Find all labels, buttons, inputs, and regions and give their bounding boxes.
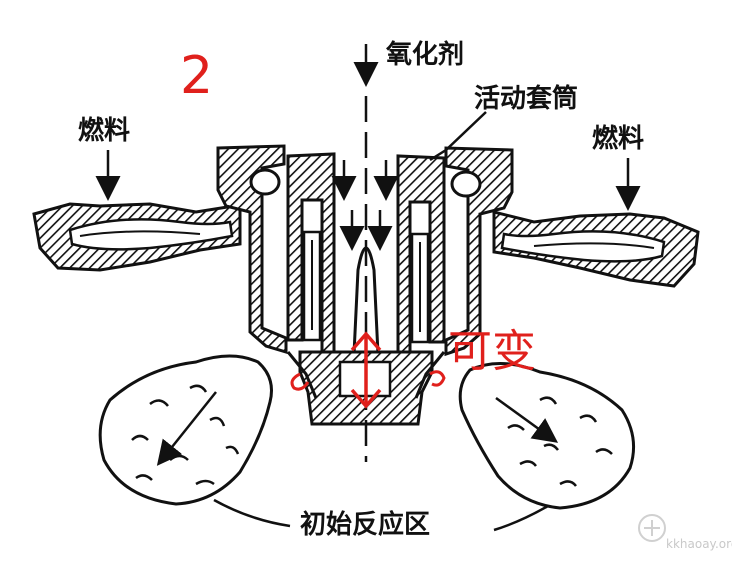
oxidizer-label: 氧化剂	[386, 40, 465, 70]
oxidizer-flow-arrows	[331, 160, 399, 251]
zone-leader-left	[213, 498, 291, 528]
red-annotation-strokes	[290, 331, 446, 409]
sleeve-left	[286, 152, 336, 364]
handwritten-variable: 可变	[448, 326, 536, 377]
left-body	[216, 144, 288, 355]
fuel-left-label: 燃料	[78, 116, 131, 146]
fuel-right-label: 燃料	[592, 124, 645, 154]
zone-label: 初始反应区	[300, 510, 431, 540]
zone-leader-right	[493, 504, 549, 532]
left-fuel-manifold	[32, 202, 242, 272]
handwritten-number: 2	[180, 46, 214, 106]
watermark-text: kkhaoay.org	[666, 537, 732, 551]
sleeve-right	[396, 154, 446, 366]
sleeve-leader-line	[429, 111, 487, 162]
right-fuel-manifold	[492, 210, 700, 288]
left-spray-plume	[98, 354, 273, 506]
right-body	[444, 146, 514, 357]
watermark-emblem	[638, 514, 666, 542]
right-spray-plume	[458, 361, 636, 510]
sleeve-label: 活动套筒	[474, 84, 579, 114]
